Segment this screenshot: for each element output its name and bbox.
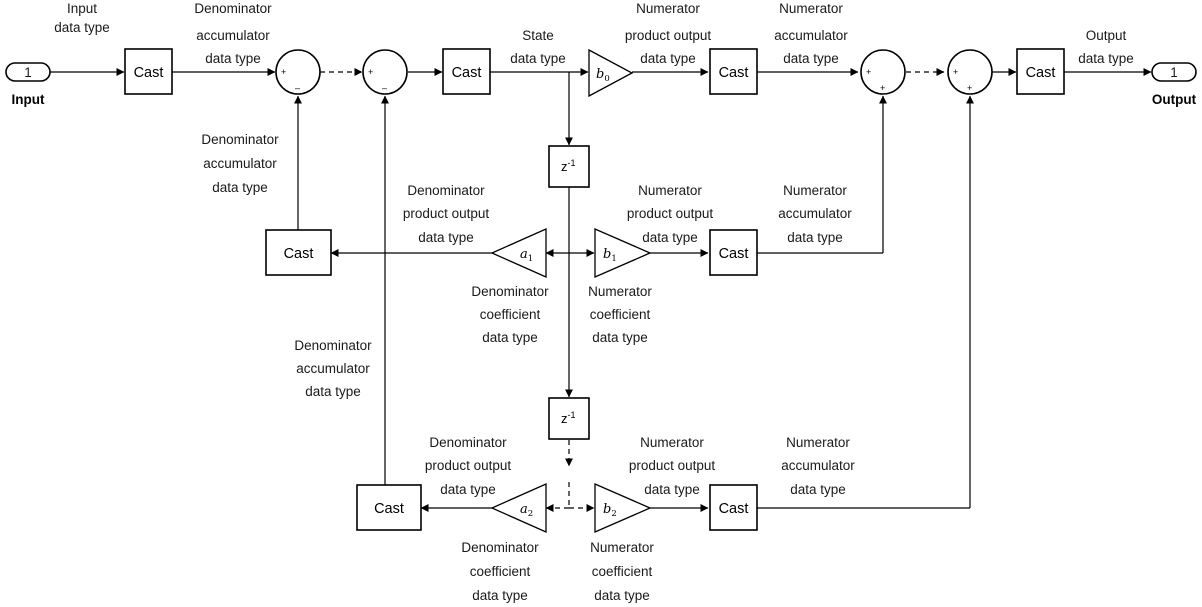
gain-b0[interactable]: b0 [588,48,634,98]
cast-block-state[interactable]: Cast [442,48,491,95]
sum-block-den-1[interactable]: + – [275,49,321,95]
plus-sign: + [281,67,286,77]
unit-delay-2[interactable]: z-1 [548,397,590,440]
plus-sign: + [866,67,871,77]
gain-symbol: b [596,67,604,82]
sum-block-den-2[interactable]: + – [362,49,408,95]
cast-label: Cast [1026,65,1056,81]
cast-label: Cast [452,65,482,81]
minus-sign: – [295,83,300,93]
cast-block-den-2[interactable]: Cast [356,484,422,531]
gain-b2[interactable]: b2 [594,483,652,533]
svg-text:a2: a2 [520,502,533,519]
gain-subscript: 2 [611,509,616,519]
output-port[interactable]: 1 Output [1151,62,1197,107]
sum-block-num-1[interactable]: + + [860,49,906,95]
delay-base: z [561,159,568,174]
plus-sign: + [953,67,958,77]
gain-subscript: 1 [611,254,616,264]
input-port-number: 1 [24,65,32,80]
cast-label: Cast [284,246,314,262]
gain-a2[interactable]: a2 [490,482,547,534]
input-port-label: Input [12,92,45,107]
cast-block-input[interactable]: Cast [124,48,173,95]
input-port[interactable]: 1 Input [5,62,51,107]
cast-block-num-prod-0[interactable]: Cast [709,48,758,95]
gain-subscript: 0 [604,74,609,84]
plus-sign: + [368,67,373,77]
delay-exponent: -1 [568,158,576,168]
gain-symbol: b [603,247,611,262]
sum-block-num-2[interactable]: + + [947,49,993,95]
cast-block-den-1[interactable]: Cast [265,229,332,276]
gain-a1[interactable]: a1 [490,227,547,279]
unit-delay-1[interactable]: z-1 [548,145,590,188]
gain-symbol: a [520,502,528,517]
output-port-number: 1 [1170,65,1178,80]
gain-subscript: 1 [528,254,533,264]
svg-text:b1: b1 [603,247,617,264]
cast-label: Cast [719,501,749,517]
delay-exponent: -1 [568,410,576,420]
cast-block-num-2[interactable]: Cast [709,484,758,531]
cast-block-output[interactable]: Cast [1016,48,1065,95]
delay-base: z [561,411,568,426]
svg-text:a1: a1 [520,247,533,264]
cast-label: Cast [719,65,749,81]
svg-text:z-1: z-1 [561,410,576,426]
gain-b1[interactable]: b1 [594,228,652,278]
gain-subscript: 2 [528,509,533,519]
minus-sign: – [382,83,387,93]
plus-sign: + [880,83,885,93]
svg-text:b0: b0 [596,67,610,84]
svg-text:z-1: z-1 [561,158,576,174]
svg-text:b2: b2 [603,502,617,519]
cast-block-num-1[interactable]: Cast [709,229,758,276]
cast-label: Cast [134,65,164,81]
gain-symbol: b [603,502,611,517]
gain-symbol: a [520,247,528,262]
output-port-label: Output [1152,92,1197,107]
cast-label: Cast [719,246,749,262]
plus-sign: + [967,83,972,93]
signal-wires [50,68,1152,512]
cast-label: Cast [374,501,404,517]
